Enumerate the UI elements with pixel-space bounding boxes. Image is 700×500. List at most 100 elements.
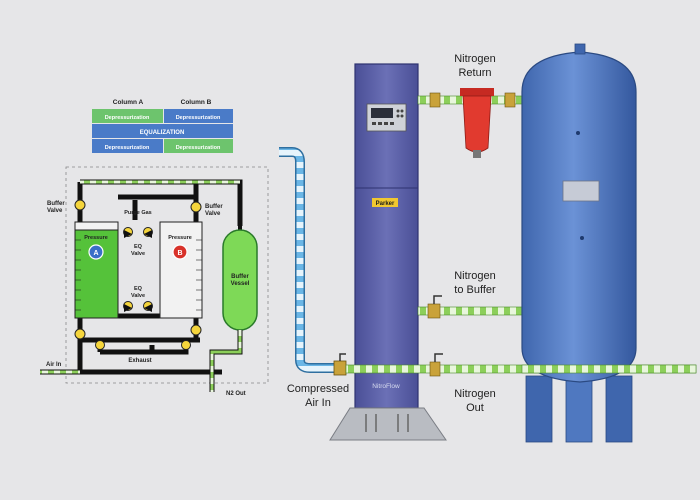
tank-leg-right	[605, 375, 633, 443]
feed-valve-right	[190, 324, 202, 336]
nitrogen-to-buffer-label-2: to Buffer	[454, 284, 496, 296]
column-a-badge-text: A	[93, 250, 98, 257]
nitrogen-return-line: Nitrogen Return	[417, 53, 523, 158]
eq-valve-symbol-top	[124, 230, 152, 238]
exhaust-valve-right	[181, 340, 191, 350]
exhaust-valve-left	[95, 340, 105, 350]
out-valve-handle	[434, 353, 443, 362]
nitrogen-out-line: Nitrogen Out	[345, 353, 697, 414]
out-fitting	[429, 361, 441, 377]
schematic-outline	[65, 166, 269, 384]
tank-nameplate	[562, 180, 600, 202]
cycle-table: Column A Column B Depressurization Depre…	[92, 99, 233, 153]
eq-valve-bottom-label-2: Valve	[131, 293, 145, 299]
row3-b-cell	[164, 139, 233, 153]
nitrogen-out-label-2: Out	[466, 402, 484, 414]
control-key-1[interactable]	[372, 122, 376, 125]
column-a-ticks	[75, 239, 81, 311]
buffer-vessel	[222, 229, 258, 331]
equalization-cell	[92, 124, 233, 138]
control-button-2[interactable]	[400, 109, 404, 113]
nitrogen-to-buffer-label-1: Nitrogen	[454, 270, 496, 282]
control-display	[371, 108, 393, 118]
buffer-valve-right-label-1: Buffer	[205, 204, 223, 210]
column-a-header: Column A	[113, 99, 144, 106]
air-in-label: Air In	[46, 362, 62, 368]
pressure-b-label: Pressure	[168, 235, 192, 241]
tank-top-nozzle	[574, 43, 586, 55]
air-pipe-flow	[279, 148, 337, 372]
pressure-a-label: Pressure	[84, 235, 108, 241]
n2-out-label: N2 Out	[226, 391, 246, 397]
control-button-3[interactable]	[396, 114, 400, 118]
purge-gas-label: Purge Gas	[124, 210, 152, 216]
control-key-3[interactable]	[384, 122, 388, 125]
eq-valve-top-label-1: EQ	[134, 244, 143, 250]
buffer-valve-left-label-1: Buffer	[47, 201, 65, 207]
filter-bowl	[462, 95, 492, 153]
return-fitting-right	[504, 92, 516, 108]
equalization-text: EQUALIZATION	[140, 130, 185, 136]
eq-valve-top-label-2: Valve	[131, 251, 145, 257]
buffer-valve-right-label-2: Valve	[205, 211, 221, 217]
eq-valve-bottom-label-1: EQ	[134, 286, 143, 292]
column-a-top	[74, 221, 119, 231]
filter-head	[460, 88, 494, 96]
generator-feet	[365, 414, 409, 432]
row1-b-cell	[164, 109, 233, 123]
column-b-ticks	[196, 239, 202, 311]
tank-outlet-pipe	[521, 364, 697, 374]
control-key-2[interactable]	[378, 122, 382, 125]
n2-out-flow	[210, 330, 242, 392]
tank-port-bottom	[580, 236, 584, 240]
row3-b-text: Depressurization	[176, 145, 221, 151]
tank-leg-left	[525, 375, 553, 443]
column-b-badge	[172, 244, 188, 260]
column-a-badge	[88, 244, 104, 260]
brand-badge	[372, 198, 398, 207]
compressed-air-label-2: Air In	[305, 397, 331, 409]
to-buffer-fitting	[427, 303, 441, 319]
return-fitting-left	[429, 92, 441, 108]
row1-a-cell	[92, 109, 163, 123]
control-key-4[interactable]	[390, 122, 394, 125]
tank-body	[521, 51, 637, 383]
nitrogen-to-buffer-line: Nitrogen to Buffer	[417, 270, 523, 319]
eq-valve-symbol-bottom	[124, 304, 152, 312]
receiver-tank	[521, 43, 697, 443]
generator-cabinet: Parker NitroFlow	[329, 63, 447, 441]
nitrogen-return-label-1: Nitrogen	[454, 53, 496, 65]
nitrogen-return-label-2: Return	[458, 67, 491, 79]
control-button-4[interactable]	[400, 114, 404, 118]
row1-b-text: Depressurization	[176, 115, 221, 121]
compressed-air-label-1: Compressed	[287, 383, 349, 395]
generator-base	[329, 407, 447, 441]
buffer-valve-left-label-2: Valve	[47, 208, 63, 214]
air-inlet-valve-handle	[339, 353, 346, 361]
buffer-vessel-label-2: Vessel	[231, 281, 250, 287]
column-b	[159, 221, 203, 319]
row3-a-cell	[92, 139, 163, 153]
brand-badge-text: Parker	[376, 201, 395, 207]
tank-port-top	[576, 131, 580, 135]
air-pipe-outline	[279, 147, 337, 373]
buffer-vessel-label-1: Buffer	[231, 274, 249, 280]
control-buttons	[372, 109, 404, 125]
row3-a-text: Depressurization	[105, 145, 150, 151]
product-name: NitroFlow	[372, 383, 400, 390]
tank-leg-center	[565, 375, 593, 443]
column-b-badge-text: B	[177, 250, 182, 257]
to-buffer-valve-handle	[433, 295, 442, 304]
nitrogen-out-label-1: Nitrogen	[454, 388, 496, 400]
air-inlet-fitting	[333, 360, 347, 376]
compressed-air-pipe: Compressed Air In	[279, 147, 349, 409]
psa-schematic: Pressure A Pressure B	[40, 166, 269, 397]
filter-drain	[473, 150, 481, 158]
control-button-1[interactable]	[396, 109, 400, 113]
buffer-valve-left	[74, 199, 86, 211]
feed-valve-left	[74, 328, 86, 340]
exhaust-label: Exhaust	[128, 358, 151, 364]
column-b-header: Column B	[181, 99, 212, 106]
